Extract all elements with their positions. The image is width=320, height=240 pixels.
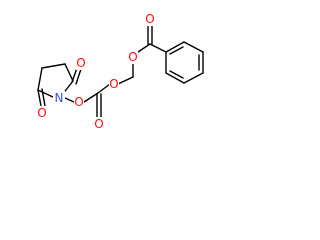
atom-o-imide-top: O <box>76 56 86 70</box>
bond-c2-o-top-a <box>71 67 78 83</box>
bond-benzoate-phenyl <box>149 43 167 53</box>
atom-o-n: O <box>74 95 84 109</box>
bond-ph-inner-a <box>169 46 184 55</box>
structure-canvas: O N O O O O O O <box>37 12 204 131</box>
atom-o-imide-bottom: O <box>37 106 47 120</box>
atom-label-o-imide-bottom: O <box>37 106 46 120</box>
atom-label-o-n: O <box>74 95 83 109</box>
bond-ph-2-3 <box>183 41 204 53</box>
atom-label-o-carbonate-carbonyl: O <box>94 117 103 131</box>
atom-label-n-imide: N <box>55 91 64 105</box>
molecule-diagram: O N O O O O O O <box>37 12 204 131</box>
bond-c5-o-bottom-b <box>41 88 46 107</box>
bond-o-ch2 <box>117 76 134 85</box>
bond-n-o <box>64 97 75 103</box>
atom-label-o-imide-top: O <box>76 56 85 70</box>
bond-ph-5-6 <box>165 72 185 84</box>
bond-c5-o-bottom-a <box>37 89 42 107</box>
bond-c2-c3 <box>64 63 74 82</box>
bond-c2-o-top-b <box>75 68 82 85</box>
bond-ph-1-2 <box>165 41 185 53</box>
atom-o-carbonate-ester: O <box>109 77 119 91</box>
atom-o-carbonate-carbonyl: O <box>94 117 104 131</box>
atom-label-o-benzoate-carbonyl: O <box>145 12 154 26</box>
bond-c4-c5 <box>37 67 43 91</box>
atom-label-o-carbonate-ester: O <box>109 77 118 91</box>
bond-ph-4-5 <box>183 72 204 84</box>
atom-label-o-benzoate-ester: O <box>128 50 137 64</box>
bond-c3-c4 <box>41 63 66 69</box>
atom-o-benzoate-ester: O <box>128 50 138 64</box>
bond-ph-inner-c <box>169 70 184 79</box>
bond-o-c-carbonate <box>83 92 99 103</box>
bond-o-c-benzoate <box>137 43 151 53</box>
atom-o-benzoate-carbonyl: O <box>145 12 155 26</box>
bond-carbonate-o-ester <box>97 83 111 94</box>
atom-n-imide: N <box>53 91 65 105</box>
bond-c5-n <box>37 89 56 99</box>
